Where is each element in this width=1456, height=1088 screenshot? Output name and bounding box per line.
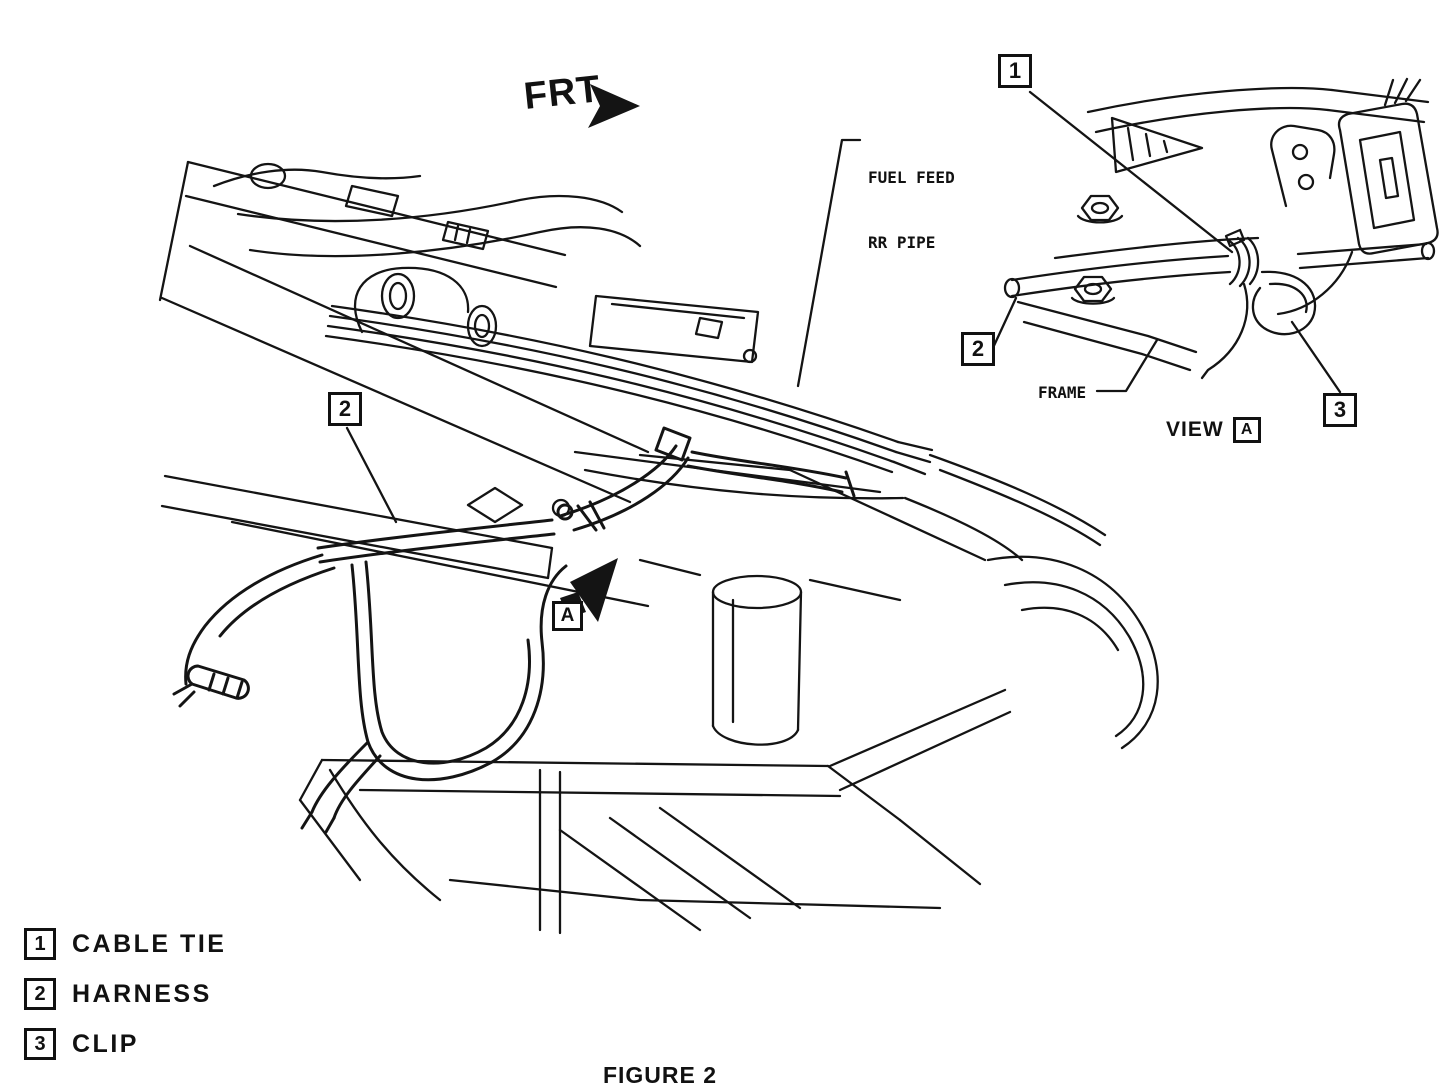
- legend-num-1: 1: [24, 928, 56, 960]
- inset-bracket-connector: [1270, 77, 1439, 316]
- fuel-feed-line2: RR PIPE: [868, 232, 936, 252]
- frt-direction-label: FRT: [521, 68, 603, 118]
- main-fuel-lines: [212, 162, 934, 476]
- inset-cable-tie: [1200, 228, 1260, 380]
- main-harness: [172, 426, 856, 834]
- main-wheel-housing: [903, 453, 1159, 750]
- inset-nuts: [1070, 194, 1124, 305]
- legend-item-clip: 3 CLIP: [24, 1028, 226, 1060]
- section-arrow-a-box: A: [552, 601, 583, 631]
- legend-label-cable-tie: CABLE TIE: [72, 929, 227, 958]
- view-a-title: VIEW A: [1166, 417, 1261, 443]
- view-letter-box: A: [1232, 417, 1261, 443]
- inset-pipes: [1003, 236, 1436, 299]
- legend: 1 CABLE TIE 2 HARNESS 3 CLIP: [24, 928, 226, 1060]
- frame-label: FRAME: [1038, 383, 1087, 402]
- callout-2-main-harness: 2: [328, 392, 362, 426]
- legend-label-harness: HARNESS: [72, 979, 212, 1008]
- figure-caption: FIGURE 2: [602, 1062, 718, 1088]
- callout-2-harness: 2: [961, 332, 995, 366]
- callout-3-clip: 3: [1323, 393, 1357, 427]
- legend-item-cable-tie: 1 CABLE TIE: [24, 928, 226, 960]
- inset-clip: [1251, 270, 1317, 336]
- callout-1-cable-tie: 1: [998, 54, 1032, 88]
- view-word: VIEW: [1166, 418, 1224, 441]
- fuel-feed-rr-pipe-label: FUEL FEED RR PIPE: [868, 124, 955, 297]
- main-leader-lines: [345, 138, 862, 524]
- fuel-feed-line1: FUEL FEED: [868, 168, 955, 188]
- legend-num-3: 3: [24, 1028, 56, 1060]
- main-underbody-structure: [158, 160, 987, 608]
- legend-item-harness: 2 HARNESS: [24, 978, 226, 1010]
- inset-leader-lines: [990, 90, 1342, 394]
- inset-frame: [1016, 86, 1430, 372]
- legend-num-2: 2: [24, 978, 56, 1010]
- frt-arrow-icon: [588, 84, 640, 128]
- legend-label-clip: CLIP: [72, 1029, 139, 1058]
- main-strut-and-engine: [298, 558, 1012, 935]
